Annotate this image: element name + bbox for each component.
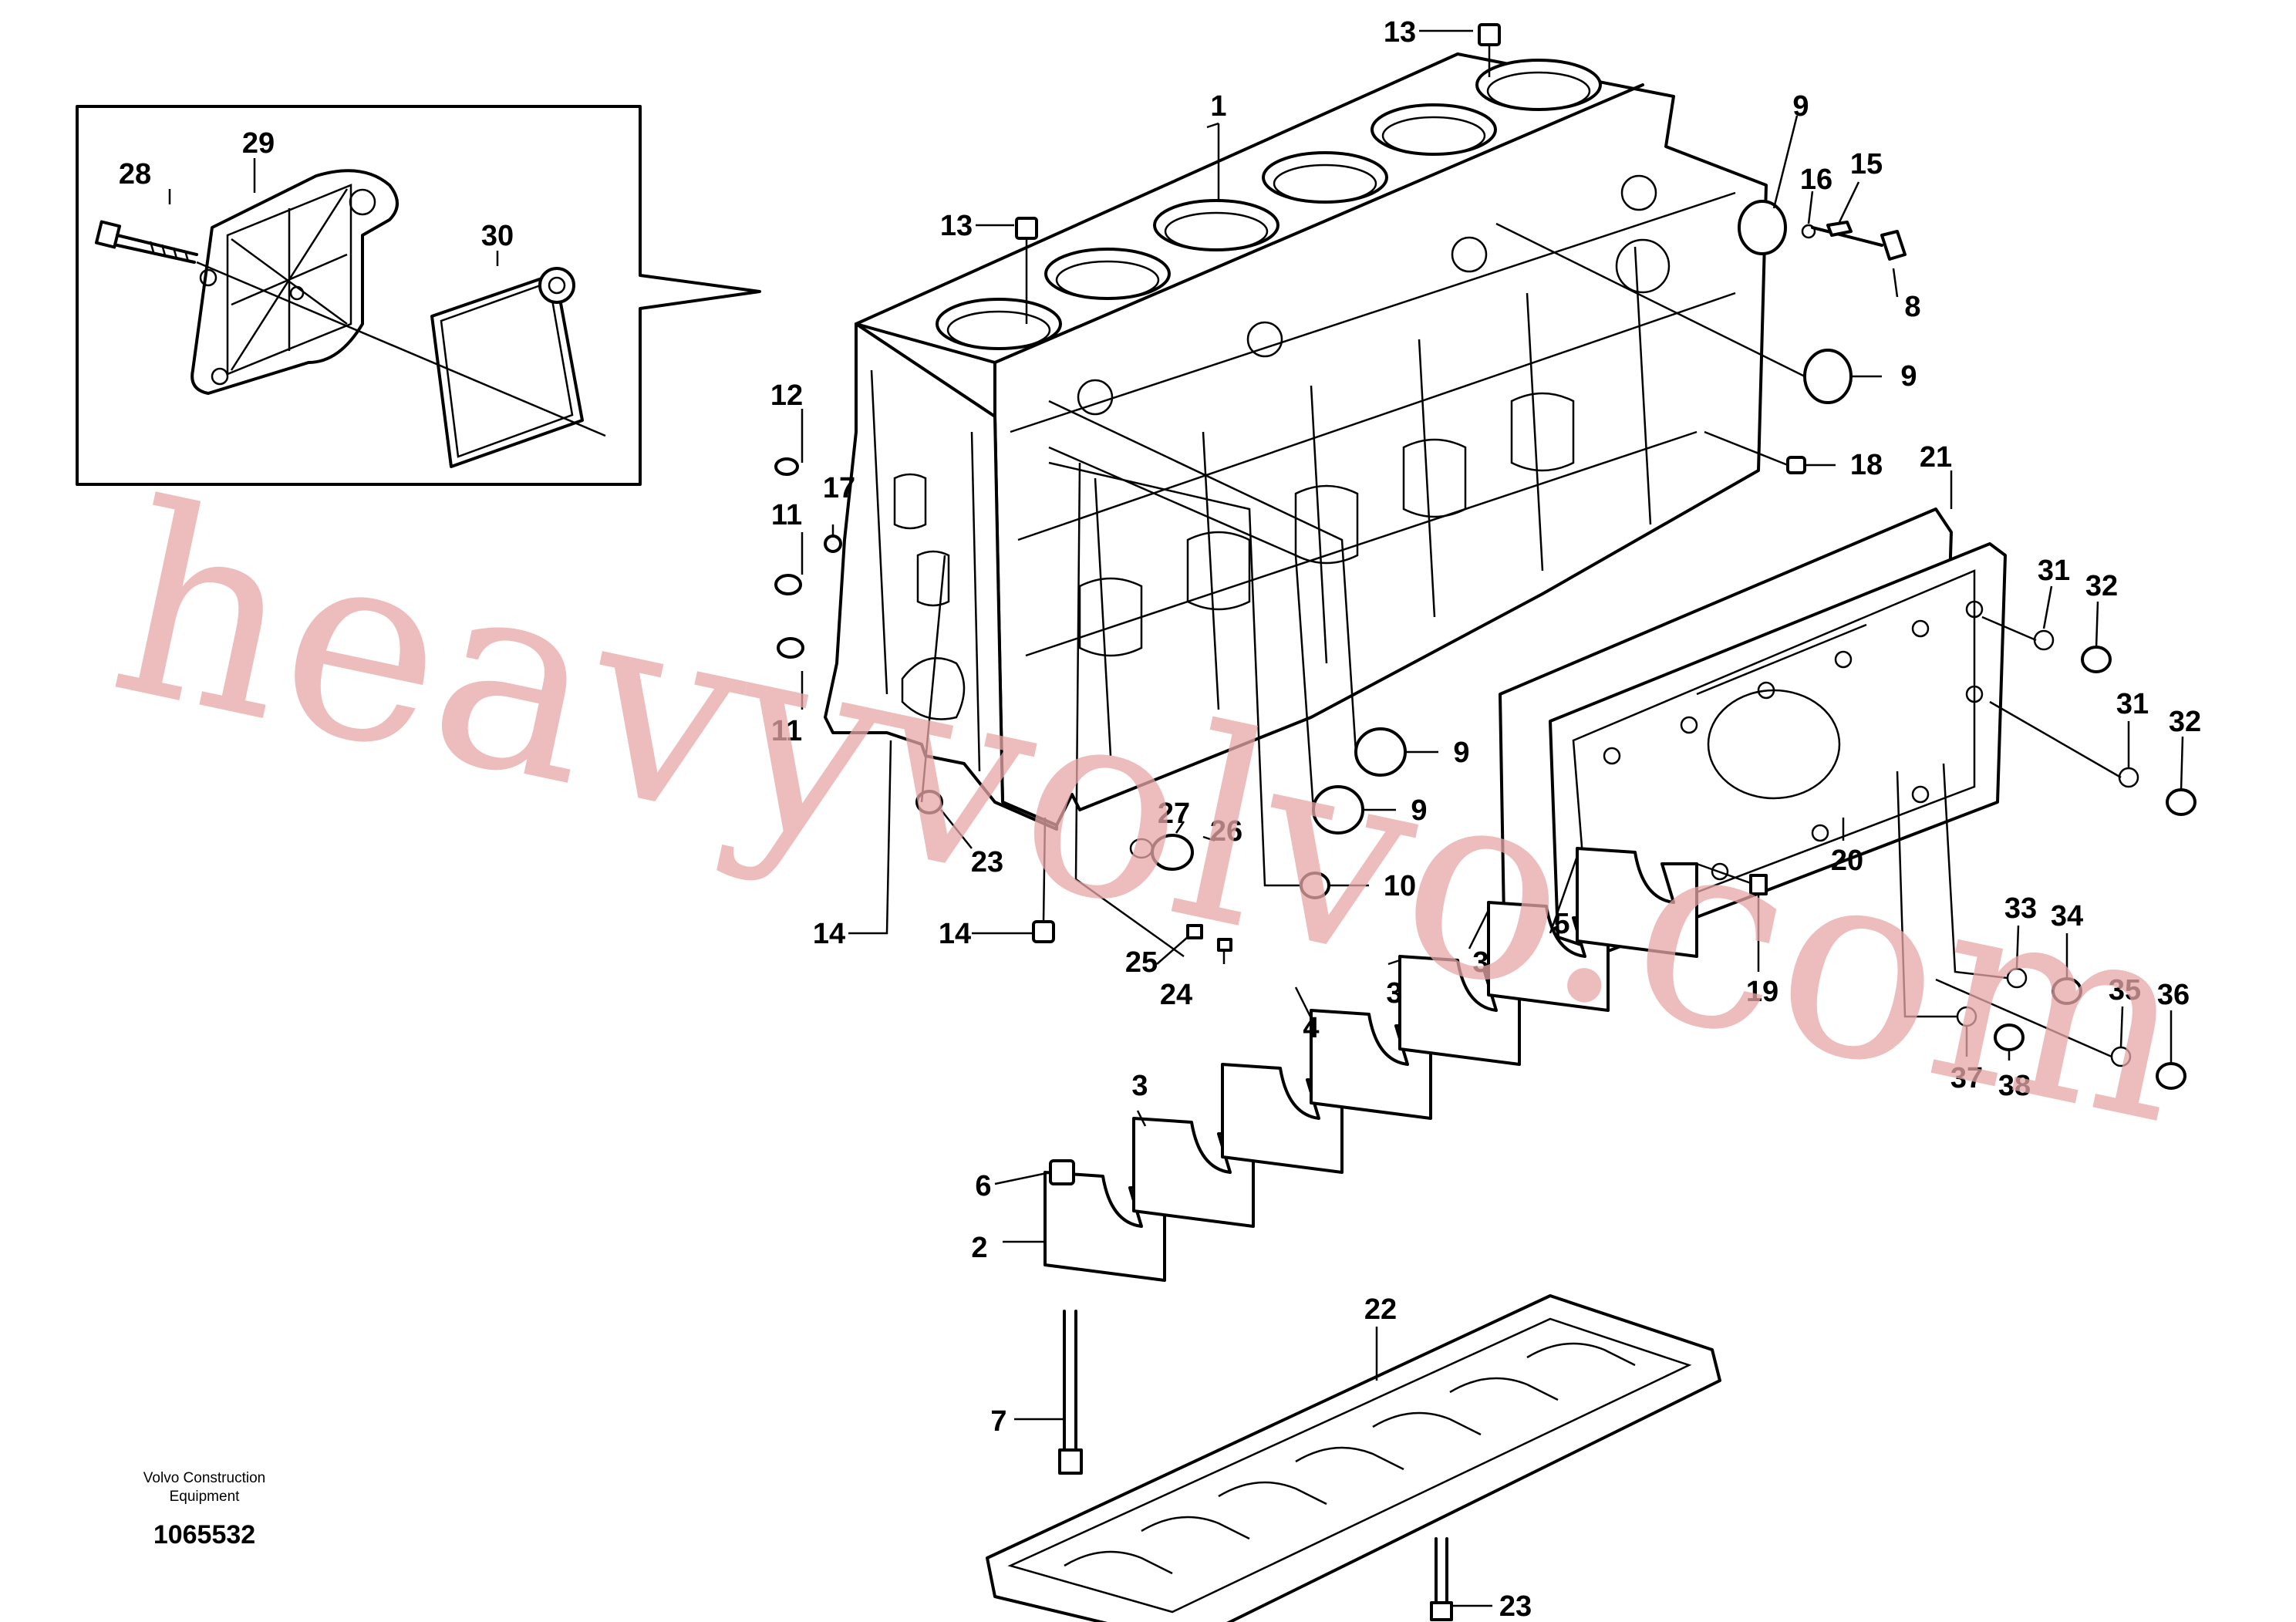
callout-17: 17 bbox=[823, 472, 855, 504]
screw-18 bbox=[1786, 456, 1806, 474]
callout-12: 12 bbox=[770, 379, 803, 412]
leader-lines bbox=[168, 29, 2184, 1607]
seal-9-top bbox=[1738, 200, 1787, 255]
drawing-footer: Volvo Construction Equipment 1065532 bbox=[116, 1469, 293, 1550]
callout-27: 27 bbox=[1158, 798, 1190, 830]
oring-31 bbox=[2033, 629, 2055, 651]
sleeve-11 bbox=[774, 574, 802, 595]
callout-25: 25 bbox=[1125, 946, 1158, 979]
callout-30: 30 bbox=[481, 220, 514, 252]
callout-26: 26 bbox=[1210, 815, 1242, 848]
callout-14: 14 bbox=[813, 918, 845, 950]
detail-inset bbox=[76, 105, 761, 486]
callout-9: 9 bbox=[1900, 360, 1917, 393]
callout-3: 3 bbox=[1472, 946, 1489, 979]
callout-4: 4 bbox=[1303, 1012, 1319, 1044]
callout-38: 38 bbox=[1998, 1070, 2031, 1102]
detail-callout-box bbox=[76, 105, 761, 486]
plug-13-top bbox=[1478, 23, 1501, 46]
callout-9: 9 bbox=[1453, 737, 1469, 769]
brand-line-2: Equipment bbox=[169, 1489, 240, 1505]
callout-15: 15 bbox=[1850, 148, 1883, 180]
bolt-19 bbox=[1749, 874, 1768, 895]
washer-16 bbox=[1801, 224, 1816, 239]
callout-numbers: 1 2 3 3 3 4 5 6 7 8 9 9 9 9 10 11 11 12 … bbox=[119, 16, 2201, 1622]
callout-10: 10 bbox=[1384, 870, 1416, 902]
callout-3: 3 bbox=[1131, 1070, 1148, 1102]
callout-9: 9 bbox=[1792, 90, 1809, 123]
callout-32: 32 bbox=[2169, 706, 2201, 738]
callout-29: 29 bbox=[242, 127, 275, 160]
screw-17 bbox=[824, 534, 842, 553]
callout-2: 2 bbox=[971, 1232, 987, 1264]
callout-31: 31 bbox=[2116, 688, 2149, 720]
pin-12 bbox=[774, 457, 799, 476]
callout-5: 5 bbox=[1553, 908, 1569, 940]
cylinder-block bbox=[824, 52, 1768, 831]
callout-21: 21 bbox=[1920, 441, 1952, 474]
oring-27 bbox=[1129, 838, 1154, 859]
bracket-25 bbox=[1186, 924, 1203, 939]
plug-13 bbox=[1015, 217, 1038, 240]
callout-3: 3 bbox=[1386, 977, 1402, 1010]
callout-20: 20 bbox=[1831, 845, 1863, 877]
callout-36: 36 bbox=[2157, 979, 2190, 1011]
callout-13: 13 bbox=[940, 210, 973, 242]
plug-23 bbox=[915, 790, 943, 814]
callout-24: 24 bbox=[1160, 979, 1192, 1011]
callout-35: 35 bbox=[2109, 974, 2141, 1007]
callout-23: 23 bbox=[971, 846, 1003, 878]
screw-15 bbox=[1826, 221, 1853, 237]
oring-31b bbox=[2118, 767, 2139, 788]
callout-1: 1 bbox=[1210, 90, 1226, 123]
plug-32 bbox=[2081, 646, 2112, 673]
callout-37: 37 bbox=[1950, 1062, 1983, 1094]
gasket bbox=[430, 267, 584, 468]
brand-line-1: Volvo Construction bbox=[143, 1470, 266, 1486]
main-bearing-caps bbox=[1043, 847, 1698, 1475]
callout-33: 33 bbox=[2004, 892, 2037, 925]
callout-16: 16 bbox=[1800, 164, 1832, 196]
cylinder-bores bbox=[936, 59, 1602, 350]
callout-9: 9 bbox=[1411, 794, 1427, 827]
small-parts bbox=[774, 23, 2197, 1090]
sleeve-11b bbox=[777, 637, 804, 659]
ladder-frame bbox=[986, 1294, 1721, 1622]
callout-7: 7 bbox=[990, 1405, 1006, 1438]
callout-23: 23 bbox=[1499, 1590, 1532, 1622]
drawing-number: 1065532 bbox=[153, 1520, 256, 1549]
callout-32: 32 bbox=[2085, 570, 2118, 602]
callout-6: 6 bbox=[975, 1170, 991, 1202]
callout-11: 11 bbox=[771, 499, 802, 531]
callout-14: 14 bbox=[939, 918, 971, 950]
callout-28: 28 bbox=[119, 158, 151, 191]
seal-9 bbox=[1803, 349, 1853, 404]
callout-34: 34 bbox=[2051, 900, 2083, 932]
plug-32b bbox=[2166, 788, 2197, 816]
cover-plate bbox=[190, 169, 399, 395]
callout-8: 8 bbox=[1904, 291, 1920, 323]
callout-31: 31 bbox=[2038, 555, 2070, 587]
callout-13: 13 bbox=[1384, 16, 1416, 49]
callout-18: 18 bbox=[1850, 449, 1883, 481]
callout-22: 22 bbox=[1364, 1293, 1397, 1326]
plug-8-stem bbox=[1811, 226, 1883, 247]
callout-11: 11 bbox=[771, 715, 802, 747]
bolt-28 bbox=[94, 220, 198, 264]
callout-19: 19 bbox=[1746, 976, 1778, 1008]
plug-8 bbox=[1880, 230, 1907, 261]
